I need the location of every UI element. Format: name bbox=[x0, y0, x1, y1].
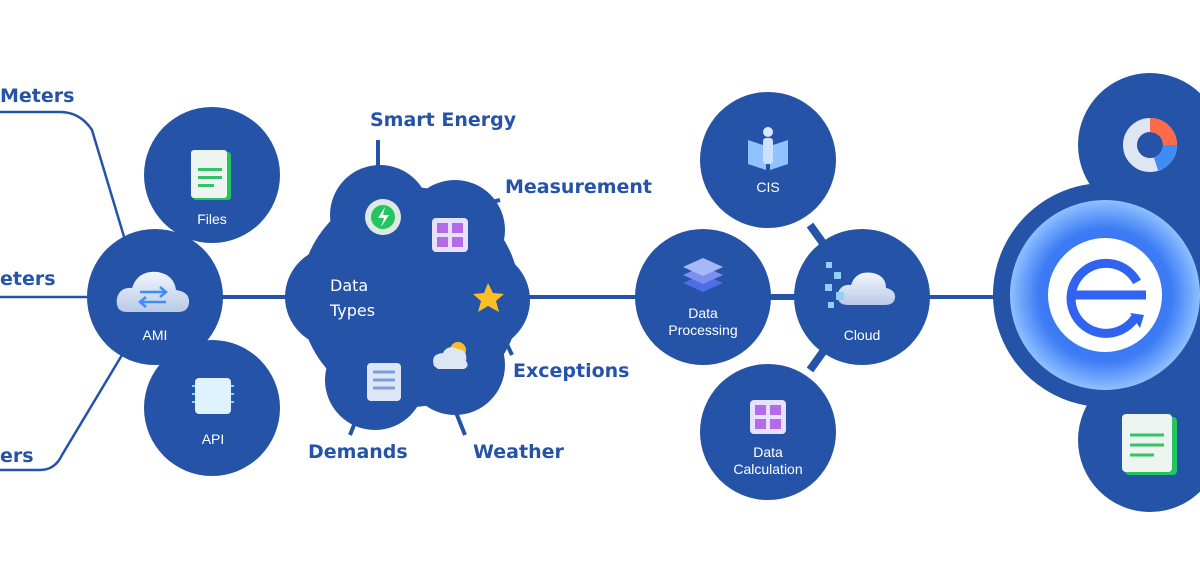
energy-icon bbox=[365, 199, 401, 235]
demands-list-icon bbox=[367, 363, 401, 401]
label-smart-energy: Smart Energy bbox=[370, 109, 517, 131]
cloud-icon bbox=[825, 262, 896, 308]
star-exception-icon bbox=[473, 283, 504, 312]
label-middle-meters: eters bbox=[0, 268, 56, 290]
label-exceptions: Exceptions bbox=[513, 360, 629, 382]
api-label: API bbox=[202, 431, 225, 447]
cloud-sync-icon bbox=[116, 271, 190, 312]
data-processing-node bbox=[635, 229, 771, 365]
connector-bottom-meters bbox=[0, 349, 127, 472]
donut-chart-icon bbox=[1123, 118, 1177, 172]
cloud-label: Cloud bbox=[844, 327, 881, 343]
label-bottom-meters: ers bbox=[0, 445, 34, 467]
data-calculation-label-line1: Data bbox=[753, 444, 783, 460]
data-calculation-label-line2: Calculation bbox=[733, 461, 802, 477]
weather-icon bbox=[433, 342, 468, 369]
label-measurement: Measurement bbox=[505, 176, 652, 198]
files-label: Files bbox=[197, 211, 227, 227]
e-logo-icon bbox=[1048, 238, 1162, 352]
measurement-grid-icon bbox=[432, 218, 468, 252]
label-weather: Weather bbox=[473, 441, 564, 463]
layers-icon bbox=[683, 258, 723, 292]
data-processing-label-line1: Data bbox=[688, 305, 718, 321]
data-types-title-line2: Types bbox=[329, 301, 375, 320]
data-processing-label-line2: Processing bbox=[668, 322, 737, 338]
report-icon bbox=[1122, 414, 1177, 475]
document-icon bbox=[191, 150, 231, 200]
label-top-meters: Meters bbox=[0, 85, 74, 107]
cis-label: CIS bbox=[756, 179, 779, 195]
connector-top-meters bbox=[0, 110, 127, 241]
data-types-title-line1: Data bbox=[330, 276, 368, 295]
person-book-icon bbox=[748, 127, 788, 170]
chip-icon bbox=[192, 378, 234, 414]
calculator-icon bbox=[750, 400, 786, 434]
ami-label: AMI bbox=[143, 327, 168, 343]
label-demands: Demands bbox=[308, 441, 408, 463]
